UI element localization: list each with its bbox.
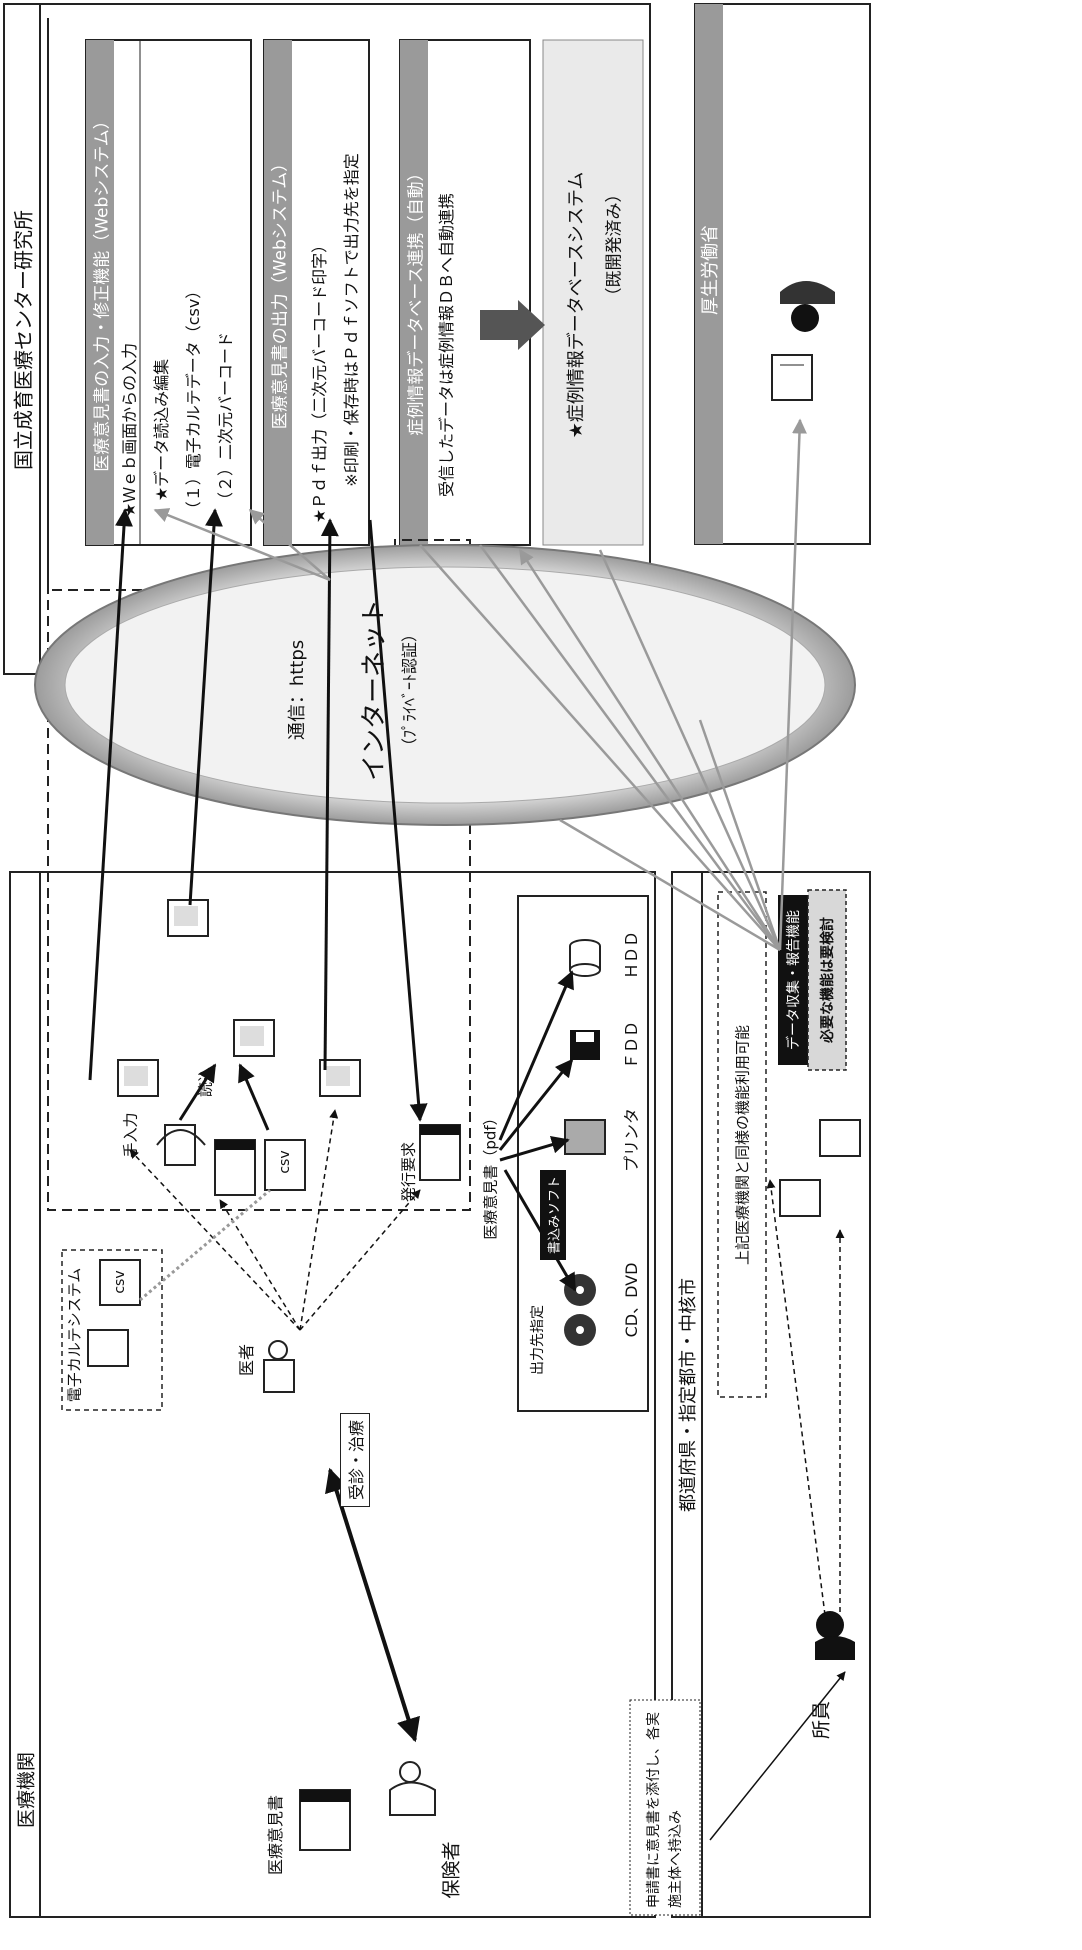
db-link-header	[400, 40, 428, 545]
document-icon-1	[214, 1139, 256, 1196]
arrow-pc-to-input	[188, 508, 223, 906]
arrow-csv-to-pc	[238, 1063, 270, 1131]
arrow-staff-to-pc	[766, 1179, 826, 1616]
dashed-boundary	[47, 18, 471, 1211]
mhlw-header	[695, 4, 723, 544]
mhlw-panel	[694, 3, 871, 545]
floppy-icon	[570, 1030, 600, 1060]
needs-review-box	[807, 889, 847, 1071]
arrow-reader-to-pc	[178, 1063, 217, 1121]
ncchd-title-bar	[3, 3, 41, 675]
mhlw-staff-icon	[791, 304, 819, 332]
arrow-output-to-issued	[368, 519, 428, 1122]
patient-icon	[389, 1761, 436, 1816]
arrow-doctor-patient	[325, 1467, 420, 1743]
same-functions-box	[717, 891, 767, 1398]
prefecture-pc-icon	[819, 1119, 861, 1157]
ehr-system-box	[61, 1249, 163, 1411]
pc-manual-icon	[117, 1059, 159, 1097]
csv-doc-icon	[264, 1139, 306, 1191]
mhlw-pc-icon	[771, 354, 813, 401]
pc-issue-icon	[319, 1059, 361, 1097]
prefecture-reader-icon	[779, 1179, 821, 1217]
ehr-pc-icon	[87, 1329, 129, 1367]
writing-soft-bar	[540, 1170, 566, 1260]
hdd-icon	[569, 939, 601, 977]
opinion-doc-icon	[299, 1789, 351, 1851]
case-db-box	[542, 39, 644, 546]
ehr-csv-icon	[99, 1259, 141, 1306]
hospital-title-frame	[9, 871, 41, 1918]
arrow-doc-to-hdd	[498, 970, 574, 1141]
pc-read-icon	[233, 1019, 275, 1057]
arrow-doc-to-fdd	[498, 1058, 574, 1151]
arrow-manual-to-input	[88, 508, 133, 1081]
arrow-note-to-staff	[709, 1671, 846, 1841]
staff-icon	[815, 1611, 855, 1660]
barcode-reader-icon	[156, 1124, 206, 1166]
pc-center-icon	[167, 899, 209, 937]
arrow-issue-to-output	[320, 518, 339, 1071]
arrow-doc-to-cd	[503, 1169, 577, 1292]
doctor-icon	[263, 1340, 295, 1393]
auto-link-arrow	[480, 300, 545, 350]
input-section-header	[86, 40, 114, 545]
arrow-doc-to-printer	[499, 1135, 570, 1162]
issued-doc-icon	[419, 1124, 461, 1181]
printer-icon	[564, 1119, 606, 1155]
data-report-bar	[778, 895, 808, 1065]
output-section-header	[264, 40, 292, 545]
note-box	[629, 1699, 701, 1916]
